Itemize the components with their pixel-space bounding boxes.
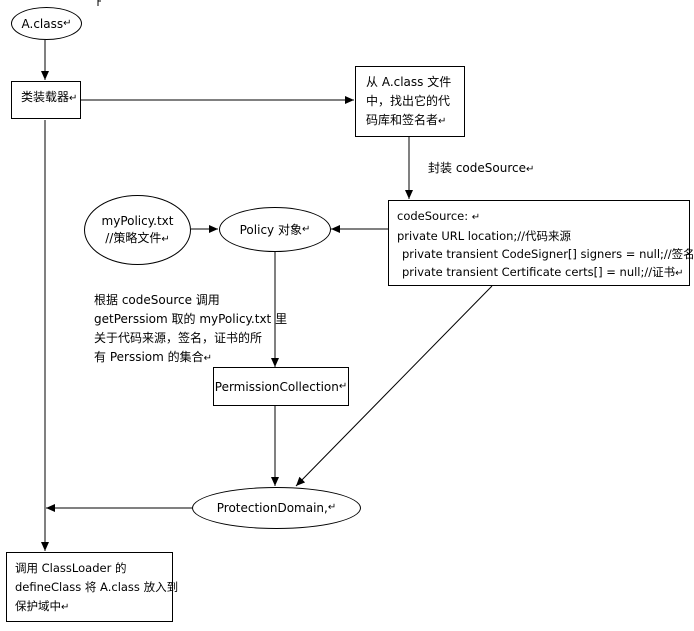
return-mark: ↵ <box>203 353 213 364</box>
return-mark: ↵ <box>161 233 170 245</box>
find-line-3: 码库和签名者 <box>366 113 439 127</box>
aclass-node: A.class↵ <box>11 7 82 40</box>
policy-node: Policy 对象↵ <box>219 207 331 252</box>
permcoll-label: PermissionCollection <box>214 379 339 394</box>
return-mark: ↵ <box>327 502 337 513</box>
return-mark: ↵ <box>675 268 684 279</box>
mypolicy-line-2: //策略文件 <box>105 230 162 245</box>
codesource-node: codeSource: ↵ private URL location;//代码来… <box>388 200 694 286</box>
getperm-line-4: 有 Perssiom 的集合 <box>94 350 204 364</box>
return-mark: ↵ <box>438 116 447 127</box>
codesource-line-3: private transient CodeSigner[] signers =… <box>402 247 694 261</box>
find-line-2: 中，找出它的代 <box>366 94 451 108</box>
mypolicy-line-1: myPolicy.txt <box>101 213 174 228</box>
getperm-line-2: getPerssiom 取的 myPolicy.txt 里 <box>94 312 288 326</box>
permission-collection-node: PermissionCollection↵ <box>213 367 349 406</box>
return-mark: ↵ <box>63 17 72 29</box>
define-class-node: 调用 ClassLoader 的 defineClass 将 A.class 放… <box>6 552 179 622</box>
getperm-line-3: 关于代码来源，签名，证书的所 <box>94 331 263 345</box>
return-mark: ↵ <box>61 602 70 613</box>
find-line-1: 从 A.class 文件 <box>366 75 452 89</box>
aclass-label: A.class <box>21 16 64 31</box>
mypolicy-node: myPolicy.txt //策略文件↵ <box>84 195 191 265</box>
class-loader-label: 类装载器 <box>21 90 70 104</box>
define-line-2: defineClass 将 A.class 放入到 <box>15 580 179 594</box>
getperm-annotation: 根据 codeSource 调用 getPerssiom 取的 myPolicy… <box>94 291 287 368</box>
class-loader-node: 类装载器↵ <box>11 81 81 119</box>
find-codebase-node: 从 A.class 文件 中，找出它的代 码库和签名者↵ <box>355 66 465 137</box>
codesource-line-1: codeSource: <box>397 209 472 223</box>
return-mark: ↵ <box>69 93 78 104</box>
return-mark: ↵ <box>338 380 348 392</box>
return-mark: ↵ <box>301 223 311 235</box>
getperm-line-1: 根据 codeSource 调用 <box>94 293 220 307</box>
codesource-line-4: private transient Certificate certs[] = … <box>402 265 676 279</box>
return-mark: ↵ <box>471 212 481 223</box>
policy-label: Policy 对象 <box>239 222 302 237</box>
protdomain-label: ProtectionDomain, <box>216 501 328 515</box>
return-mark: ↵ <box>525 164 535 175</box>
arrow-codesource-to-protdomain <box>295 285 493 487</box>
wrap-codesource-label: 封装 codeSource↵ <box>428 160 534 178</box>
wrap-text: 封装 codeSource <box>428 161 526 175</box>
protection-domain-node: ProtectionDomain,↵ <box>192 487 361 529</box>
codesource-line-2: private URL location;//代码来源 <box>397 229 572 243</box>
define-line-1: 调用 ClassLoader 的 <box>15 561 127 575</box>
define-line-3: 保护域中 <box>15 599 61 613</box>
